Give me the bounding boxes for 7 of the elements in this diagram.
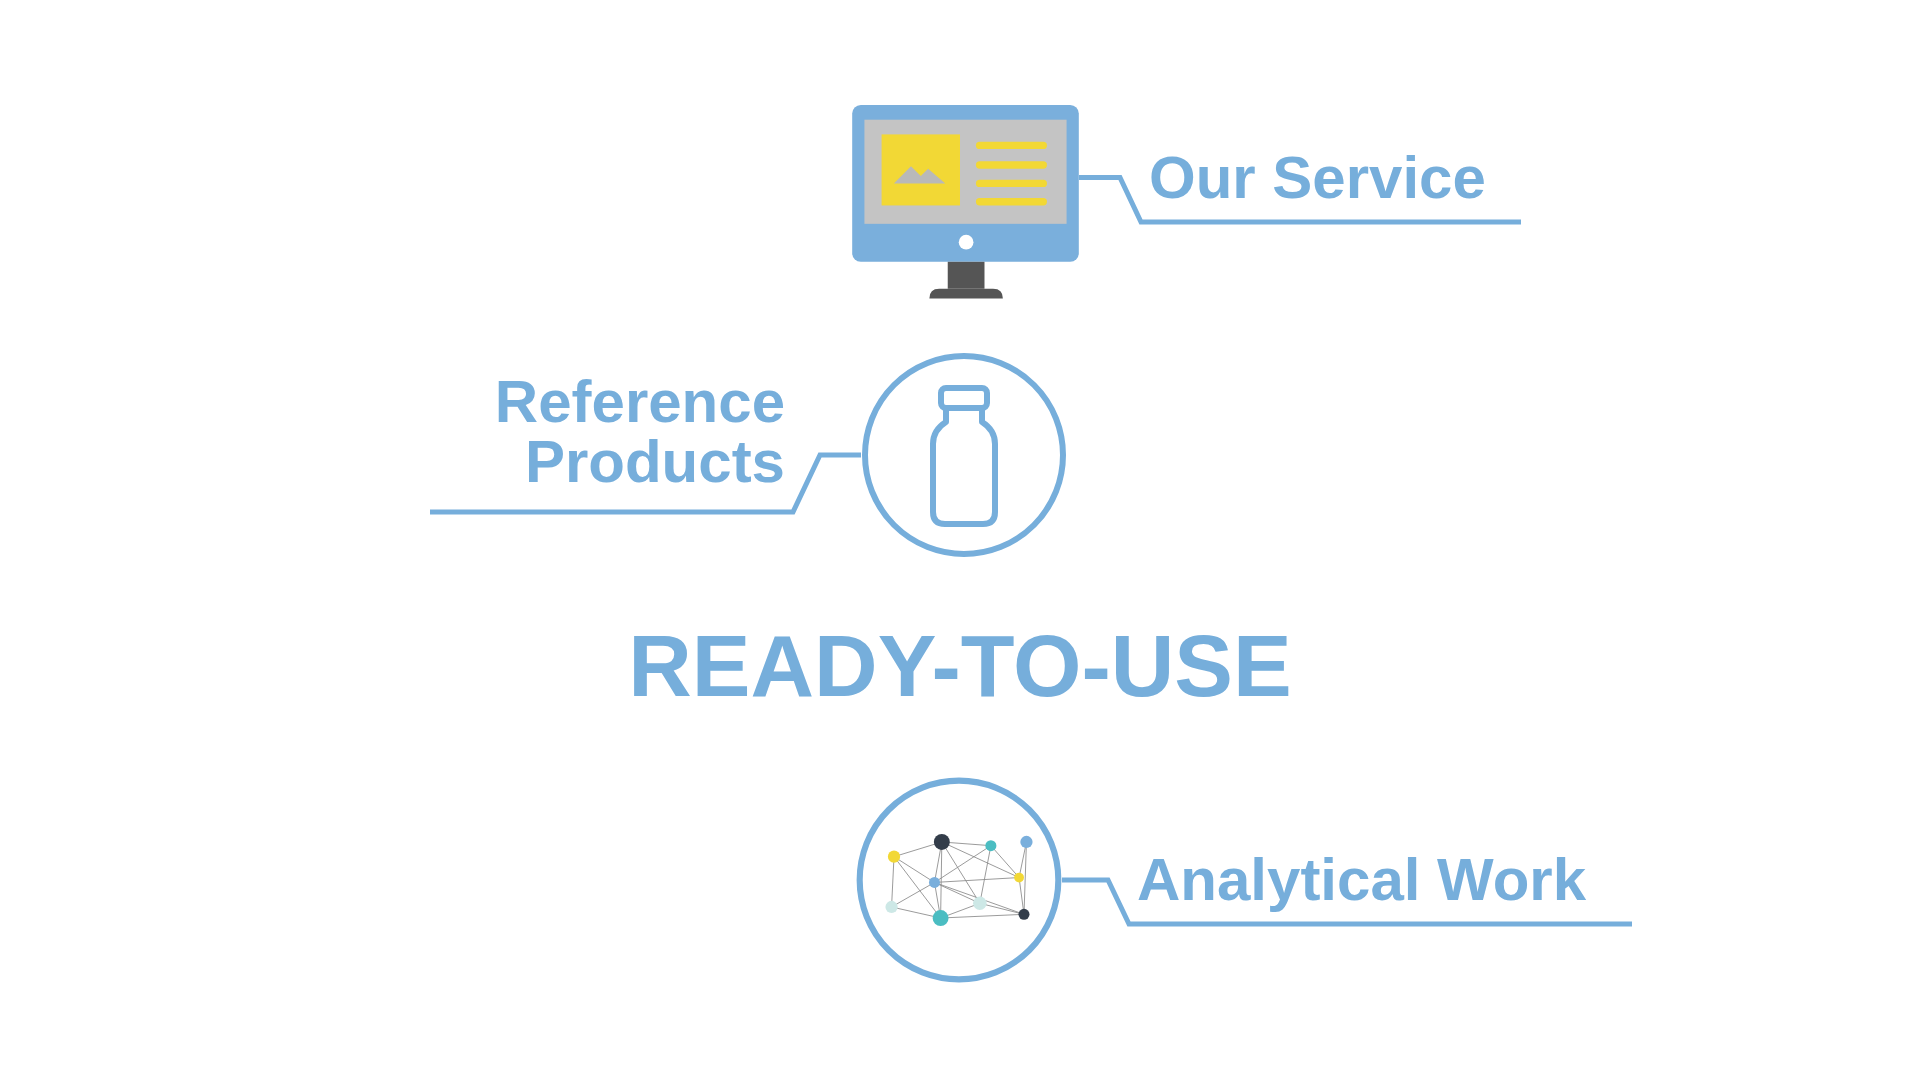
leader-line: [1062, 877, 1632, 927]
node-label: Analytical Work: [1137, 845, 1588, 915]
node-label: Our Service: [1149, 143, 1487, 213]
leader-line: [1079, 175, 1521, 225]
node-label: Reference Products: [493, 372, 785, 497]
title: READY-TO-USE: [628, 616, 1292, 715]
leader-line: [430, 452, 861, 515]
